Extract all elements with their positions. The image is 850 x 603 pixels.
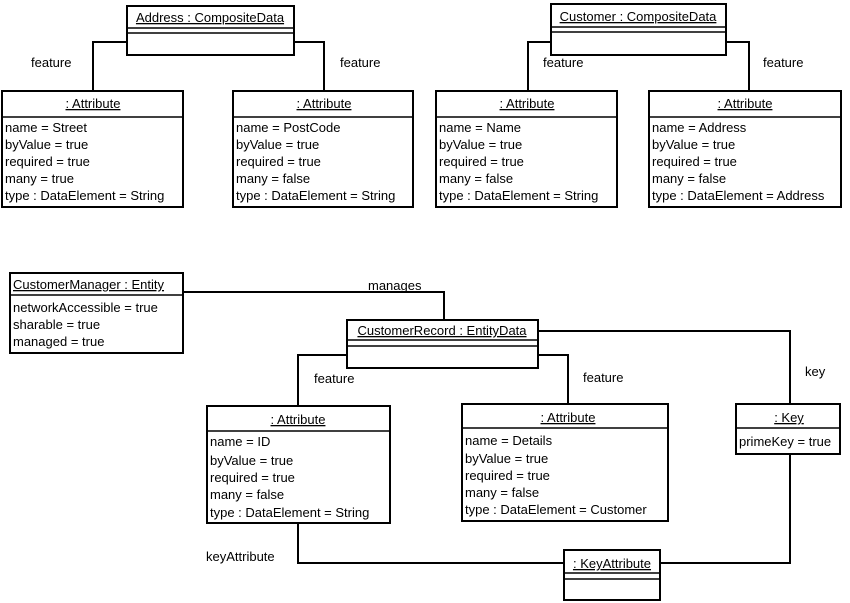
object-key: : Key primeKey = true	[735, 403, 841, 455]
object-attribute-address: : Attribute name = Address byValue = tru…	[648, 90, 842, 208]
attribute-line: required = true	[210, 470, 295, 485]
edge-label-feature: feature	[340, 55, 380, 70]
object-box	[435, 90, 618, 208]
address-street-link	[92, 41, 127, 91]
object-title: : Attribute	[718, 96, 773, 111]
edge-labels: feature feature feature feature manages …	[31, 55, 826, 564]
address-postcode-link	[294, 41, 325, 91]
attribute-line: many = false	[236, 171, 310, 186]
edge-label-manages: manages	[368, 278, 422, 293]
object-key-attribute: : KeyAttribute	[563, 549, 661, 601]
object-box	[346, 319, 539, 369]
edge-label-feature: feature	[763, 55, 803, 70]
customer-address-link	[726, 41, 750, 91]
attribute-line: required = true	[439, 154, 524, 169]
attribute-line: primeKey = true	[739, 434, 831, 449]
attribute-line: name = Name	[439, 120, 521, 135]
attribute-line: byValue = true	[652, 137, 735, 152]
object-attribute-id: : Attribute name = ID byValue = true req…	[206, 405, 391, 524]
object-title: Customer : CompositeData	[560, 9, 718, 24]
attribute-line: type : DataElement = String	[210, 505, 369, 520]
attribute-line: name = ID	[210, 434, 270, 449]
attribute-line: type : DataElement = Address	[652, 188, 825, 203]
object-box	[563, 549, 661, 601]
object-title: CustomerRecord : EntityData	[357, 323, 527, 338]
object-box	[1, 90, 184, 208]
object-box	[461, 403, 669, 522]
object-attribute-name: : Attribute name = Name byValue = true r…	[435, 90, 618, 208]
object-title: : Attribute	[500, 96, 555, 111]
attribute-line: many = false	[210, 487, 284, 502]
key-keyattribute-link	[660, 454, 791, 564]
attribute-line: sharable = true	[13, 317, 100, 332]
object-box	[550, 3, 727, 56]
object-box	[232, 90, 414, 208]
attribute-line: byValue = true	[5, 137, 88, 152]
record-details-link	[538, 354, 569, 404]
attribute-line: many = true	[5, 171, 74, 186]
attribute-line: type : DataElement = Customer	[465, 502, 647, 517]
record-id-link	[297, 354, 347, 406]
object-title: : Key	[774, 410, 804, 425]
object-attribute-details: : Attribute name = Details byValue = tru…	[461, 403, 669, 522]
attribute-line: required = true	[236, 154, 321, 169]
customer-name-link	[527, 41, 551, 91]
attribute-line: managed = true	[13, 334, 104, 349]
object-title: : Attribute	[541, 410, 596, 425]
attribute-line: byValue = true	[210, 453, 293, 468]
object-title: : Attribute	[271, 412, 326, 427]
attribute-line: type : DataElement = String	[5, 188, 164, 203]
attribute-line: required = true	[5, 154, 90, 169]
attribute-line: required = true	[465, 468, 550, 483]
edge-label-key-attribute: keyAttribute	[206, 549, 275, 564]
attribute-line: name = Details	[465, 433, 553, 448]
object-box	[206, 405, 391, 524]
attribute-line: byValue = true	[465, 451, 548, 466]
record-key-link	[538, 330, 791, 404]
edge-label-feature: feature	[31, 55, 71, 70]
edge-label-feature: feature	[583, 370, 623, 385]
object-customer-record: CustomerRecord : EntityData	[346, 319, 539, 369]
object-title: Address : CompositeData	[136, 10, 285, 25]
object-attribute-street: : Attribute name = Street byValue = true…	[1, 90, 184, 208]
object-box	[9, 272, 184, 354]
attribute-line: many = false	[439, 171, 513, 186]
object-title: : Attribute	[297, 96, 352, 111]
object-customer: Customer : CompositeData	[550, 3, 727, 56]
attribute-line: required = true	[652, 154, 737, 169]
manages-link	[183, 291, 445, 320]
attribute-line: byValue = true	[236, 137, 319, 152]
attribute-line: type : DataElement = String	[236, 188, 395, 203]
object-title: CustomerManager : Entity	[13, 277, 165, 292]
object-title: : KeyAttribute	[573, 556, 651, 571]
object-title: : Attribute	[66, 96, 121, 111]
attribute-line: type : DataElement = String	[439, 188, 598, 203]
attribute-line: name = PostCode	[236, 120, 340, 135]
object-address: Address : CompositeData	[126, 5, 295, 56]
object-customer-manager: CustomerManager : Entity networkAccessib…	[9, 272, 184, 354]
attribute-line: name = Street	[5, 120, 87, 135]
object-attribute-postcode: : Attribute name = PostCode byValue = tr…	[232, 90, 414, 208]
object-box	[126, 5, 295, 56]
attribute-line: many = false	[465, 485, 539, 500]
object-box	[735, 403, 841, 455]
edge-label-key: key	[805, 364, 826, 379]
object-box	[648, 90, 842, 208]
attribute-line: many = false	[652, 171, 726, 186]
edge-label-feature: feature	[314, 371, 354, 386]
attribute-line: name = Address	[652, 120, 747, 135]
connectors	[92, 41, 791, 564]
attribute-line: byValue = true	[439, 137, 522, 152]
edge-label-feature: feature	[543, 55, 583, 70]
attribute-line: networkAccessible = true	[13, 300, 158, 315]
id-keyattribute-link	[297, 523, 564, 564]
